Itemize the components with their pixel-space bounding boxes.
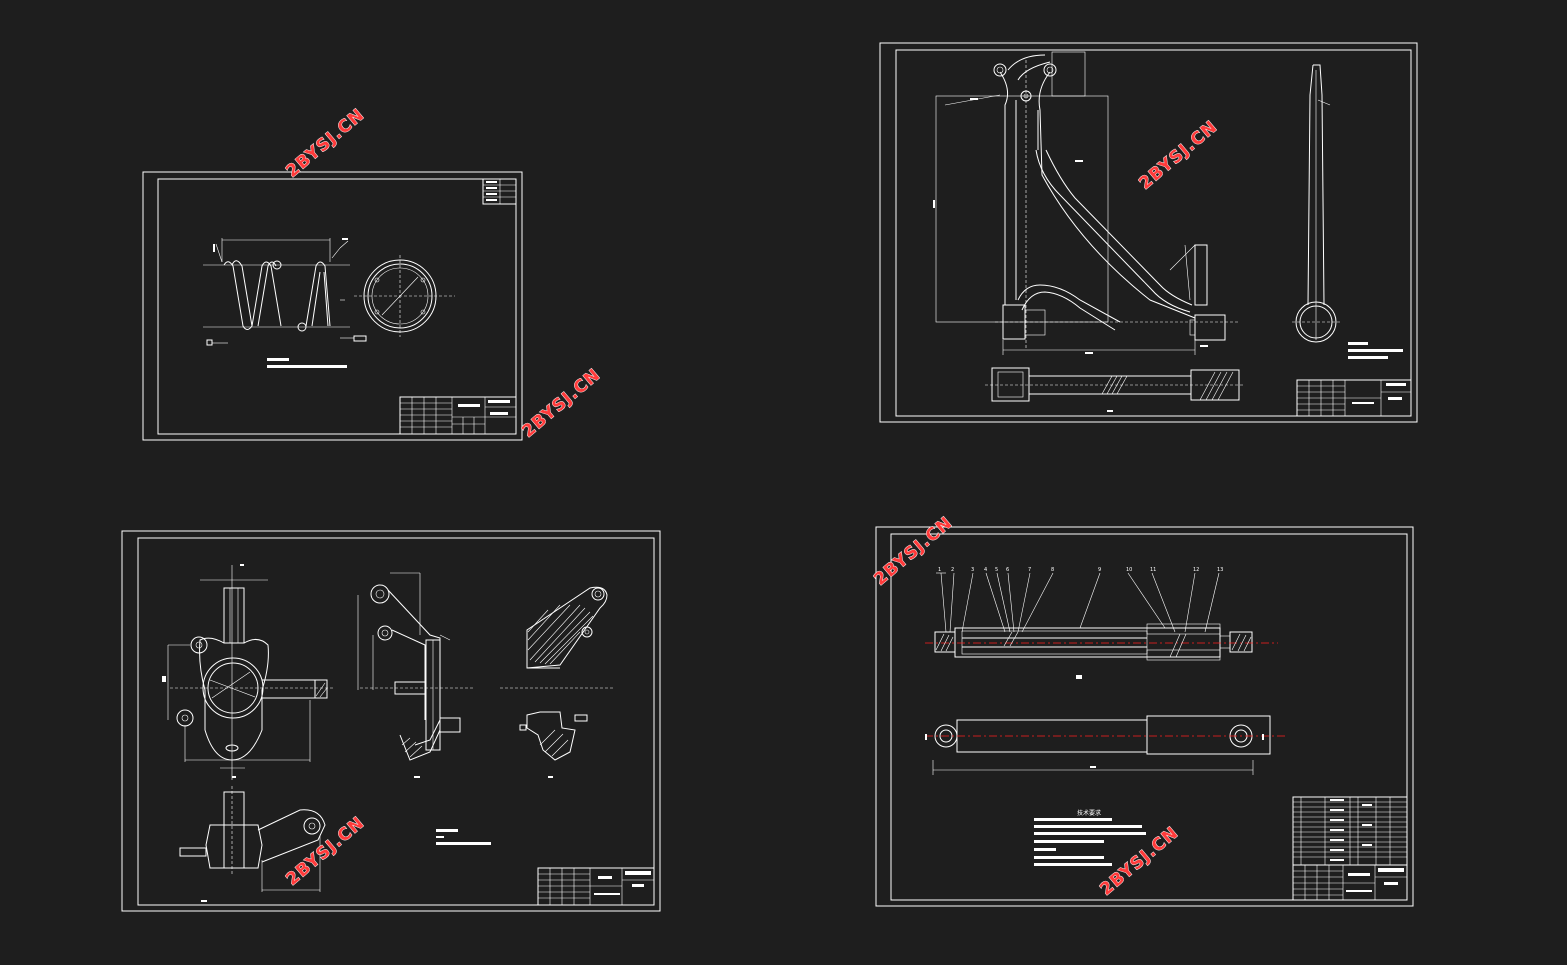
shock-tech-notes: 技术要求	[1034, 809, 1146, 866]
part-number-4: 4	[984, 567, 987, 573]
knuckle-section-view	[500, 586, 615, 778]
spring-end-view	[354, 255, 455, 337]
shock-part-labels: 1 2 3 4 5 6 7 8 9 10 11 12 13	[936, 567, 1223, 633]
sheet-suspension-arm	[879, 42, 1418, 423]
spring-coil-view	[203, 238, 367, 346]
part-number-9: 9	[1098, 567, 1101, 573]
part-number-8: 8	[1051, 567, 1054, 573]
shock-outside-view	[925, 715, 1285, 775]
arm-front-view	[933, 51, 1240, 355]
part-number-2: 2	[951, 567, 954, 573]
spring-corner-table	[482, 178, 517, 205]
part-number-13: 13	[1217, 567, 1223, 573]
part-number-12: 12	[1193, 567, 1199, 573]
arm-lower-view	[985, 367, 1245, 412]
watermark-4: 2BYSJ.CN	[870, 513, 956, 590]
shock-section-view	[925, 623, 1278, 679]
knuckle-section-hatch	[527, 604, 594, 665]
part-number-5: 5	[995, 567, 998, 573]
shock-section-hatch	[935, 631, 1252, 658]
part-number-3: 3	[971, 567, 974, 573]
shock-bom-table	[1292, 796, 1408, 866]
sheet-spring	[142, 171, 523, 441]
arm-lower-hatch	[1101, 371, 1234, 401]
knuckle-bottom-view	[179, 786, 326, 902]
sheet-knuckle	[121, 530, 661, 912]
arm-rod-view	[1292, 64, 1403, 359]
watermark-5: 2BYSJ.CN	[282, 813, 368, 890]
knuckle-front-view	[162, 564, 335, 780]
watermark-3: 2BYSJ.CN	[1135, 117, 1221, 194]
part-number-7: 7	[1028, 567, 1031, 573]
part-number-1: 1	[938, 567, 941, 573]
watermarks: 2BYSJ.CN 2BYSJ.CN 2BYSJ.CN 2BYSJ.CN 2BYS…	[282, 104, 1222, 900]
knuckle-side-view	[357, 572, 475, 778]
watermark-2: 2BYSJ.CN	[518, 365, 604, 442]
tech-requirements-heading: 技术要求	[1077, 809, 1101, 817]
spring-title-block	[399, 396, 517, 435]
arm-title-block	[1296, 379, 1412, 417]
part-number-10: 10	[1126, 567, 1132, 573]
watermark-1: 2BYSJ.CN	[282, 105, 368, 182]
knuckle-title-block	[537, 867, 655, 906]
part-number-11: 11	[1150, 567, 1156, 573]
shock-title-block	[1292, 864, 1408, 901]
part-number-6: 6	[1006, 567, 1009, 573]
sheet-shock-absorber: 1 2 3 4 5 6 7 8 9 10 11 12 13	[875, 526, 1414, 907]
